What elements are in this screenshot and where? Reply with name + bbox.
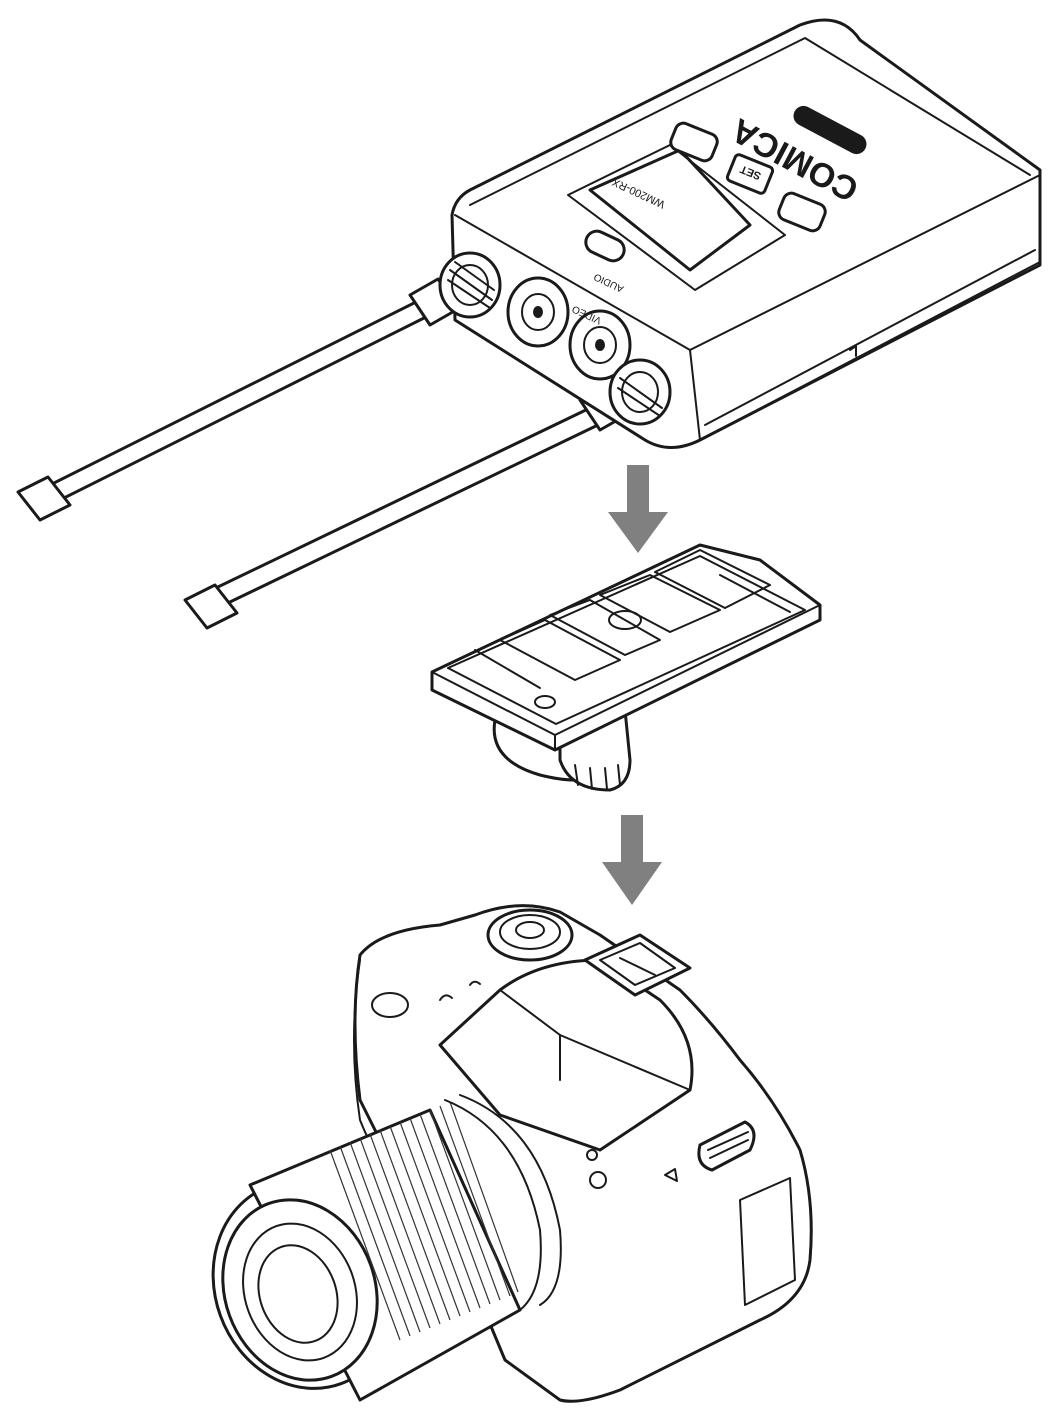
down-arrow-icon [627, 465, 649, 515]
step-arrow-2 [602, 815, 662, 905]
power-switch [584, 229, 626, 263]
receiver-screen [588, 148, 752, 272]
speaker-grille [697, 1120, 756, 1172]
camera-lens [211, 1094, 562, 1402]
mode-dial [486, 908, 574, 962]
step-arrow-1 [608, 465, 668, 553]
pentaprism [438, 958, 694, 1152]
antenna-connector-right [608, 358, 672, 426]
audio-jack [506, 276, 570, 348]
dslr-camera [211, 904, 813, 1403]
set-button: SET [725, 153, 775, 195]
cold-shoe-adapter [430, 543, 822, 792]
antenna-right [183, 382, 630, 630]
wireless-receiver: SET COMICA WM200-RX AUDIO VIDEO [16, 18, 1042, 630]
receiver-button-right [777, 191, 827, 233]
brand-badge [793, 105, 867, 155]
mount-plate [430, 543, 822, 752]
antenna-connector-left [438, 251, 502, 319]
down-arrow-icon [621, 815, 643, 865]
hot-shoe [583, 933, 692, 997]
control-dial [371, 992, 409, 1018]
receiver-body [450, 18, 1042, 449]
receiver-button-left [669, 121, 719, 163]
video-jack [568, 309, 632, 381]
antenna-left [16, 277, 460, 522]
